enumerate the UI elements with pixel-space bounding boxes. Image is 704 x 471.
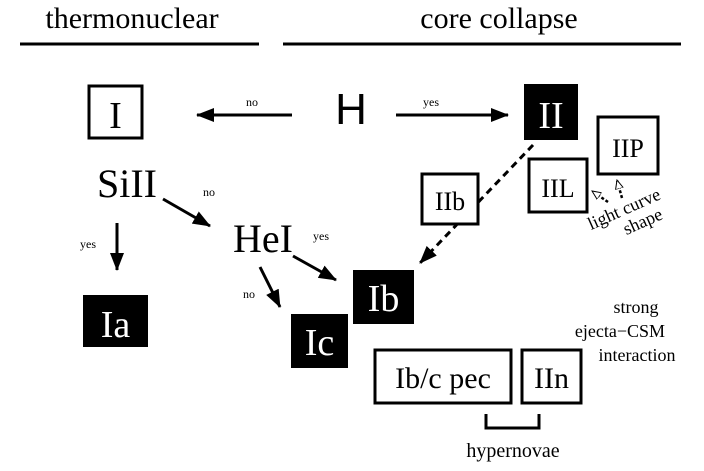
edge-SiII-no-label: no: [203, 185, 215, 199]
node-type-Ib-box: [353, 270, 414, 324]
node-type-Ibc-pec-box: [373, 348, 513, 405]
node-type-Ia-box: [83, 295, 148, 347]
edge-HeI-no-label: no: [243, 287, 255, 301]
edge-SiII-to-HeI: [162, 197, 211, 228]
node-type-I-label: I: [109, 95, 122, 137]
edge-HeI-to-Ib: [292, 254, 337, 282]
node-type-IIP-box: [596, 115, 660, 176]
edge-H-yes-label: yes: [423, 95, 439, 109]
node-type-Ic-label: Ic: [305, 322, 335, 364]
node-type-IIn-box: [520, 348, 583, 405]
node-type-II-label: II: [538, 95, 563, 137]
annotation-light-curve: light curve shape: [584, 184, 665, 239]
node-SiII: SiII: [97, 161, 157, 206]
hypernovae-bracket: [484, 414, 541, 430]
node-HeI: HeI: [233, 216, 293, 261]
node-type-Ibc-pec-label: Ib/c pec: [395, 362, 491, 395]
node-type-Ic-box: [291, 314, 348, 368]
annotation-hypernovae: hypernovae: [466, 440, 559, 462]
header-core-collapse: core collapse: [420, 2, 577, 35]
edge-HeI-yes-label: yes: [313, 229, 329, 243]
annotation-interaction: interaction: [599, 345, 676, 365]
edge-SiII-yes-label: yes: [80, 237, 96, 251]
node-type-IIn-label: IIn: [534, 362, 569, 395]
node-type-IIP-label: IIP: [612, 134, 644, 163]
node-type-Ia-label: Ia: [101, 304, 131, 346]
node-type-I-box: [87, 84, 144, 140]
node-type-II-box: [524, 84, 578, 140]
node-type-IIb-label: IIb: [435, 187, 465, 216]
header-thermonuclear: thermonuclear: [45, 2, 218, 35]
node-hydrogen: H: [335, 85, 367, 134]
node-type-Ib-label: Ib: [368, 278, 400, 320]
edge-II-to-Ib-dashed: [418, 143, 535, 265]
edge-HeI-to-Ic: [258, 266, 282, 308]
annotation-ejecta-csm: ejecta−CSM: [575, 321, 665, 341]
node-type-IIb-box: [420, 172, 480, 226]
node-type-IIL-label: IIL: [541, 174, 574, 203]
edge-lightcurve-to-IIP: [617, 180, 622, 199]
annotation-strong: strong: [614, 297, 659, 317]
edge-H-no-label: no: [246, 95, 258, 109]
node-type-IIL-box: [527, 157, 589, 214]
edge-lightcurve-to-IIL: [592, 189, 609, 204]
